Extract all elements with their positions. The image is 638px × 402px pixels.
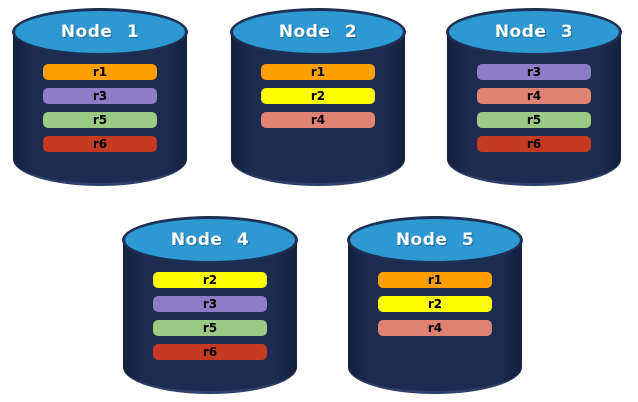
cylinder-body bbox=[447, 32, 621, 186]
record-bar-r1: r1 bbox=[261, 64, 375, 80]
db-node-cylinder-2: Node 2 r1 r2 r4 bbox=[230, 8, 406, 188]
record-bar-r2: r2 bbox=[153, 272, 267, 288]
record-bar-r6: r6 bbox=[477, 136, 591, 152]
node-label: Node 2 bbox=[278, 22, 358, 42]
record-label: r2 bbox=[202, 273, 218, 287]
record-label: r4 bbox=[427, 321, 443, 335]
record-label: r6 bbox=[92, 137, 108, 151]
record-label: r5 bbox=[202, 321, 218, 335]
record-bar-r3: r3 bbox=[477, 64, 591, 80]
record-label: r5 bbox=[526, 113, 542, 127]
cylinder-top: Node 4 bbox=[122, 216, 298, 264]
record-label: r1 bbox=[427, 273, 443, 287]
cylinder-top: Node 3 bbox=[446, 8, 622, 56]
record-label: r4 bbox=[310, 113, 326, 127]
record-bar-r4: r4 bbox=[378, 320, 492, 336]
record-bar-r5: r5 bbox=[153, 320, 267, 336]
record-bar-r3: r3 bbox=[43, 88, 157, 104]
record-label: r3 bbox=[92, 89, 108, 103]
record-label: r3 bbox=[526, 65, 542, 79]
record-bar-r5: r5 bbox=[43, 112, 157, 128]
node-label: Node 3 bbox=[494, 22, 574, 42]
record-label: r6 bbox=[202, 345, 218, 359]
db-node-cylinder-3: Node 3 r3 r4 r5 r6 bbox=[446, 8, 622, 188]
record-bar-r6: r6 bbox=[153, 344, 267, 360]
record-bar-r5: r5 bbox=[477, 112, 591, 128]
node-label: Node 4 bbox=[170, 230, 250, 250]
db-node-cylinder-5: Node 5 r1 r2 r4 bbox=[347, 216, 523, 396]
cylinder-top: Node 5 bbox=[347, 216, 523, 264]
record-bar-r6: r6 bbox=[43, 136, 157, 152]
record-label: r1 bbox=[310, 65, 326, 79]
record-label: r2 bbox=[310, 89, 326, 103]
record-bar-r4: r4 bbox=[477, 88, 591, 104]
cylinder-body bbox=[13, 32, 187, 186]
record-label: r2 bbox=[427, 297, 443, 311]
node-label: Node 5 bbox=[395, 230, 475, 250]
cylinder-body bbox=[348, 240, 522, 394]
record-label: r6 bbox=[526, 137, 542, 151]
cylinder-body bbox=[123, 240, 297, 394]
node-label: Node 1 bbox=[60, 22, 140, 42]
cylinder-top: Node 2 bbox=[230, 8, 406, 56]
record-label: r3 bbox=[202, 297, 218, 311]
record-bar-r4: r4 bbox=[261, 112, 375, 128]
cylinder-top: Node 1 bbox=[12, 8, 188, 56]
record-label: r5 bbox=[92, 113, 108, 127]
cylinder-body bbox=[231, 32, 405, 186]
record-bar-r1: r1 bbox=[43, 64, 157, 80]
record-label: r1 bbox=[92, 65, 108, 79]
record-bar-r3: r3 bbox=[153, 296, 267, 312]
db-node-cylinder-4: Node 4 r2 r3 r5 r6 bbox=[122, 216, 298, 396]
record-bar-r1: r1 bbox=[378, 272, 492, 288]
db-node-cylinder-1: Node 1 r1 r3 r5 r6 bbox=[12, 8, 188, 188]
record-bar-r2: r2 bbox=[261, 88, 375, 104]
record-bar-r2: r2 bbox=[378, 296, 492, 312]
record-label: r4 bbox=[526, 89, 542, 103]
